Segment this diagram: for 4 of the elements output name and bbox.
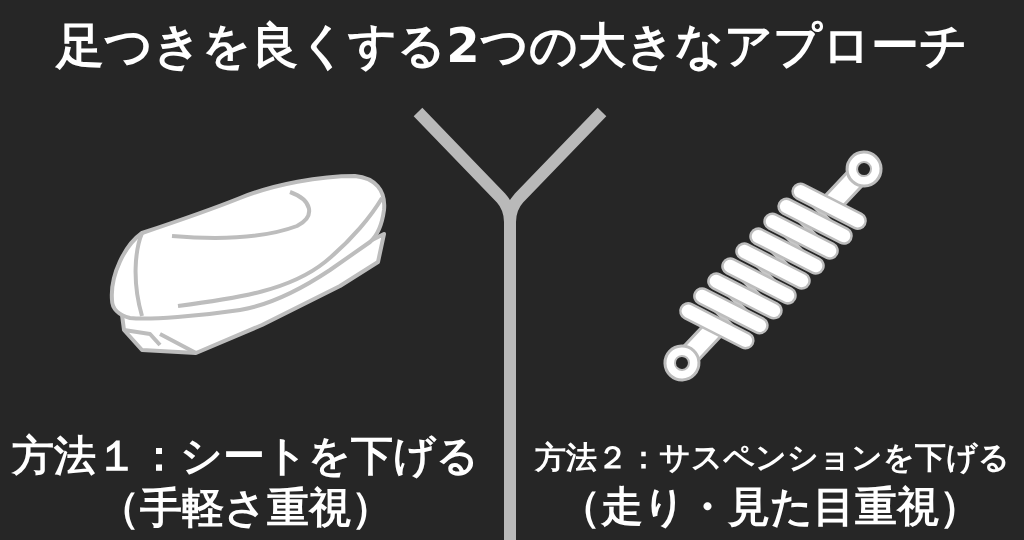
method-note: （走り・見た目重視） xyxy=(559,486,981,528)
method-note: （手軽さ重視） xyxy=(97,487,393,529)
method-title: 方法２：サスペンションを下げる xyxy=(534,441,1010,473)
method-title: 方法１：シートを下げる xyxy=(11,435,479,477)
